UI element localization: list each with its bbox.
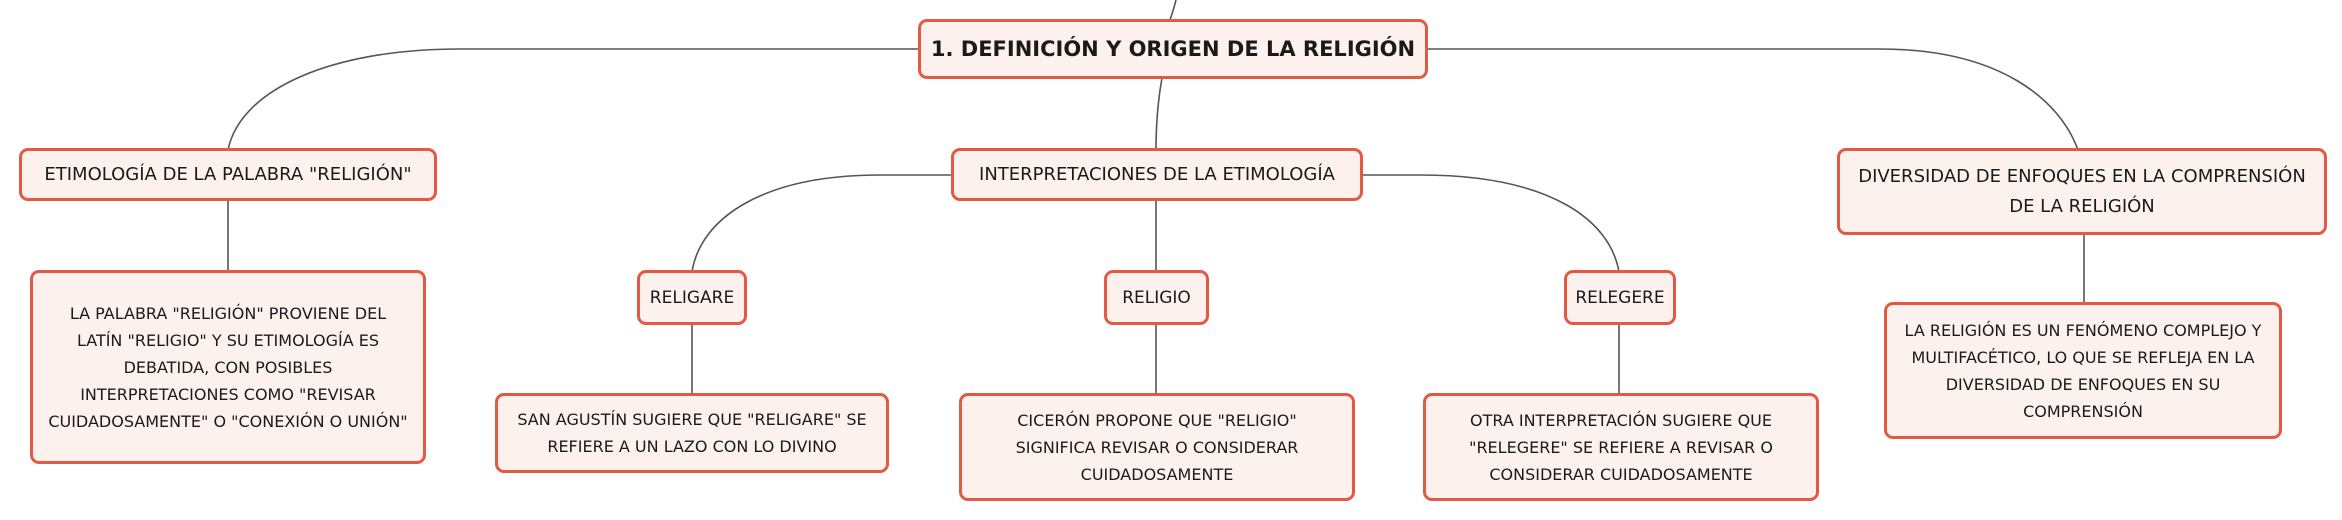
subtopic-relegere-title: RELEGERE [1575,287,1665,308]
connector-interpretaciones-to-religare [691,174,951,273]
connector-parent-to-root [1169,0,1177,21]
subtopic-religio[interactable]: RELIGIO [1104,270,1209,325]
root-title: 1. DEFINICIÓN Y ORIGEN DE LA RELIGIÓN [930,37,1416,61]
subtopic-religare-title: RELIGARE [649,287,735,308]
detail-religio-text: CICERÓN PROPONE QUE "RELIGIO" SIGNIFICA … [1015,410,1299,484]
branch-diversidad[interactable]: DIVERSIDAD DE ENFOQUES EN LA COMPRENSIÓN… [1837,148,2327,235]
subtopic-religare[interactable]: RELIGARE [637,270,747,325]
detail-relegere[interactable]: OTRA INTERPRETACIÓN SUGIERE QUE "RELEGER… [1423,393,1819,501]
subtopic-relegere[interactable]: RELEGERE [1564,270,1676,325]
connector-root-to-diversidad [1426,48,2079,151]
detail-diversidad-text: LA RELIGIÓN ES UN FENÓMENO COMPLEJO Y MU… [1904,320,2262,421]
branch-etimologia-title: ETIMOLOGÍA DE LA PALABRA "RELIGIÓN" [44,163,412,185]
branch-interpretaciones[interactable]: INTERPRETACIONES DE LA ETIMOLOGÍA [951,148,1363,201]
connector-root-to-etimologia [227,48,918,151]
detail-etimologia[interactable]: LA PALABRA "RELIGIÓN" PROVIENE DEL LATÍN… [30,270,426,464]
detail-diversidad[interactable]: LA RELIGIÓN ES UN FENÓMENO COMPLEJO Y MU… [1884,302,2282,439]
root-node[interactable]: 1. DEFINICIÓN Y ORIGEN DE LA RELIGIÓN [918,19,1428,79]
subtopic-religio-title: RELIGIO [1122,287,1191,308]
connector-root-to-interpretaciones [1155,77,1163,151]
branch-diversidad-title: DIVERSIDAD DE ENFOQUES EN LA COMPRENSIÓN… [1858,165,2306,217]
detail-etimologia-text: LA PALABRA "RELIGIÓN" PROVIENE DEL LATÍN… [48,303,408,431]
branch-interpretaciones-title: INTERPRETACIONES DE LA ETIMOLOGÍA [979,163,1335,185]
detail-religare[interactable]: SAN AGUSTÍN SUGIERE QUE "RELIGARE" SE RE… [495,393,889,473]
detail-religio[interactable]: CICERÓN PROPONE QUE "RELIGIO" SIGNIFICA … [959,393,1355,501]
detail-religare-text: SAN AGUSTÍN SUGIERE QUE "RELIGARE" SE RE… [517,410,867,456]
branch-etimologia[interactable]: ETIMOLOGÍA DE LA PALABRA "RELIGIÓN" [19,148,437,201]
detail-relegere-text: OTRA INTERPRETACIÓN SUGIERE QUE "RELEGER… [1469,410,1773,484]
connector-interpretaciones-to-relegere [1361,174,1620,273]
